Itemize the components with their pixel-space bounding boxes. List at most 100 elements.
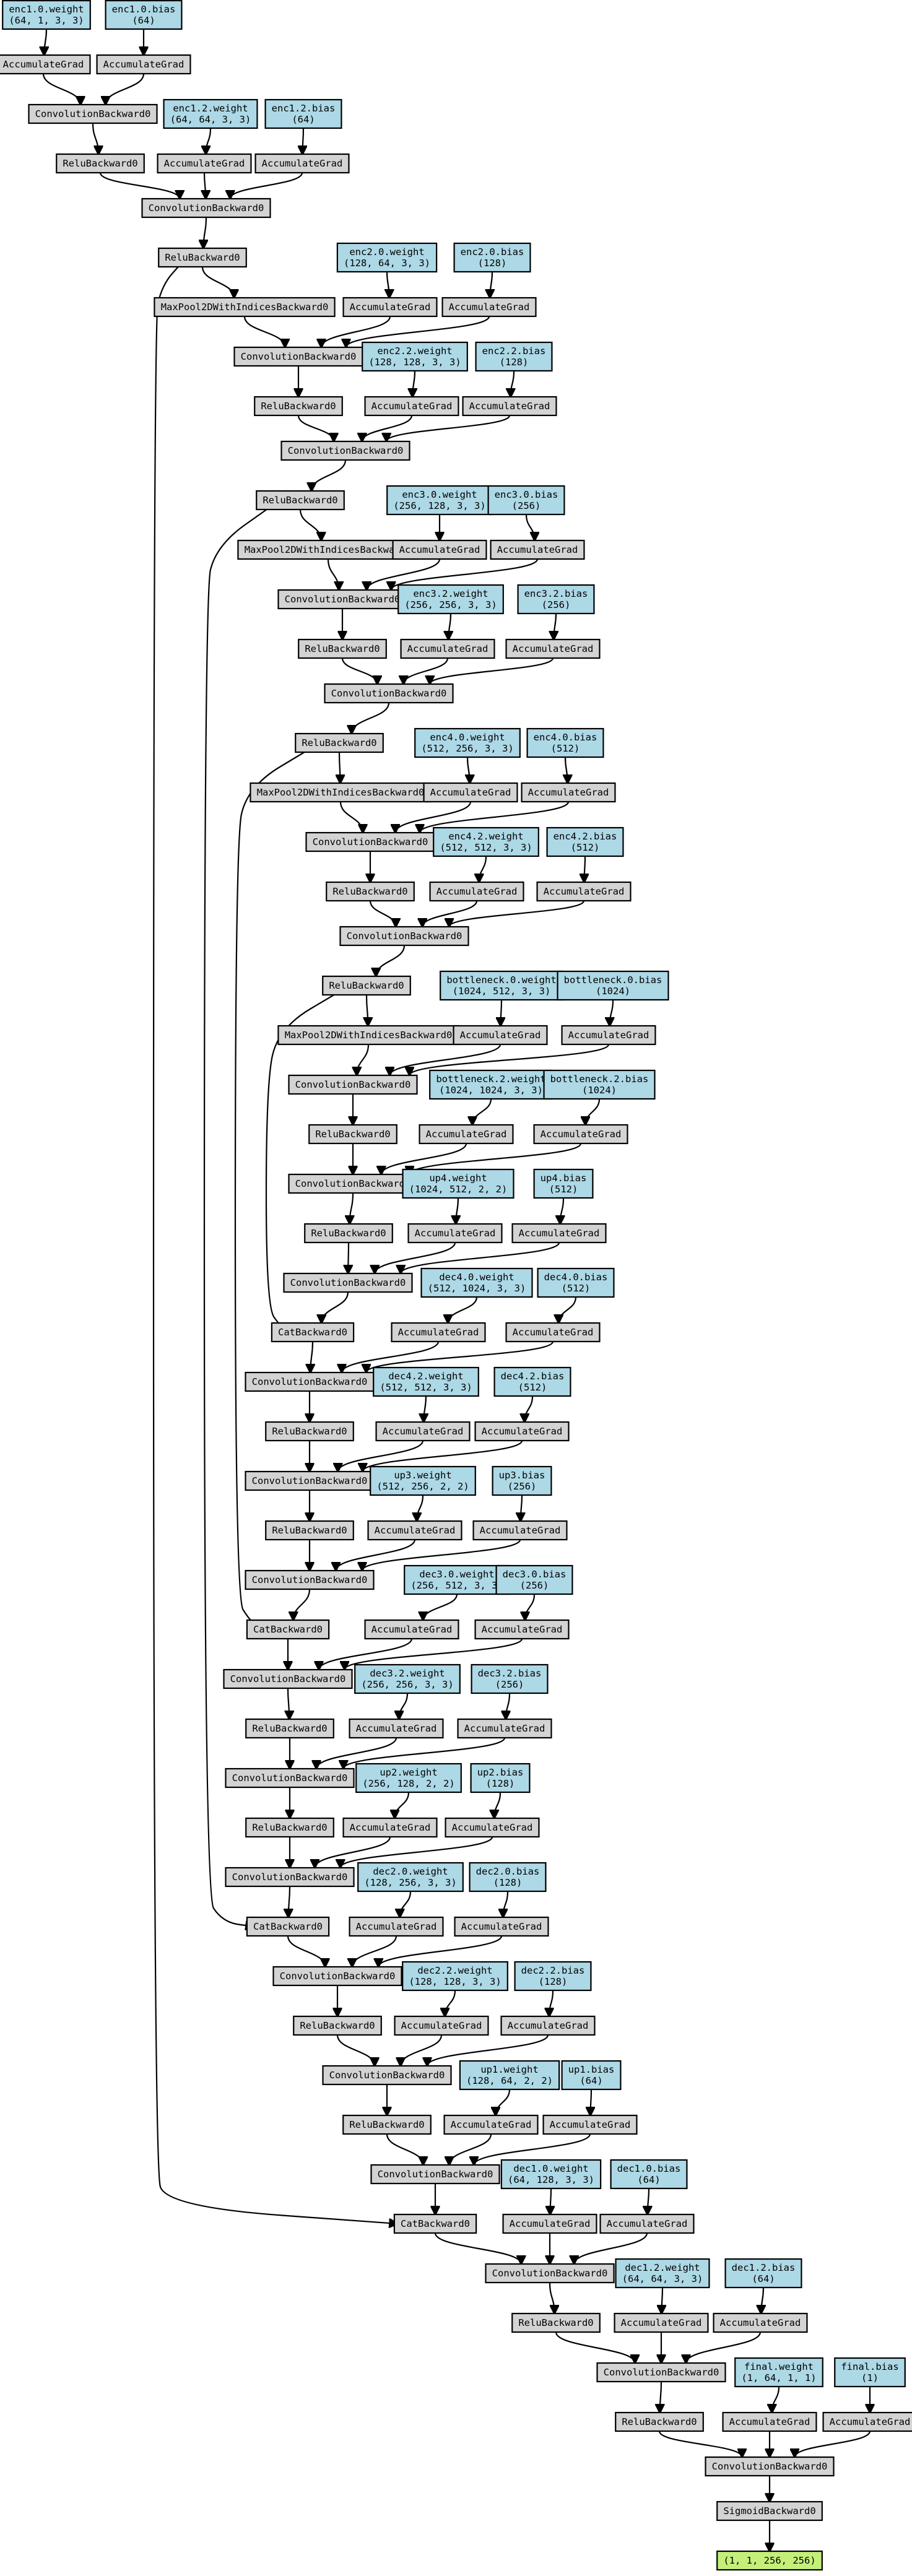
node-label: AccumulateGrad xyxy=(513,1327,594,1338)
node-label: AccumulateGrad xyxy=(460,1030,541,1041)
param-box xyxy=(724,2258,802,2289)
node-shape-label: (512, 256, 2, 2) xyxy=(376,1481,469,1492)
op-box xyxy=(349,1718,444,1739)
op-box xyxy=(429,881,524,902)
node-label: enc3.0.bias xyxy=(495,489,558,500)
node-out: (1, 1, 256, 256) xyxy=(716,2550,823,2571)
node-p-dec1-2-b: dec1.2.bias(64) xyxy=(724,2258,802,2289)
edge-p-up1-w-to-ag39 xyxy=(496,2089,511,2115)
node-label: enc3.2.weight xyxy=(413,588,488,599)
node-label: enc2.2.bias xyxy=(482,345,546,357)
node-label: AccumulateGrad xyxy=(430,787,511,798)
node-label: enc1.2.bias xyxy=(272,103,336,114)
op-box xyxy=(423,782,518,803)
edge-ag32-to-conv16 xyxy=(344,1737,506,1769)
edge-relu5-to-conv6 xyxy=(341,657,377,684)
node-relu10: ReluBackward0 xyxy=(304,1223,393,1244)
node-p-final-w: final.weight(1, 64, 1, 1) xyxy=(734,2357,823,2388)
node-label: ReluBackward0 xyxy=(332,886,407,897)
node-label: enc4.0.weight xyxy=(430,732,505,743)
node-label: MaxPool2DWithIndicesBackward0 xyxy=(285,1030,453,1041)
op-box xyxy=(364,1619,459,1640)
op-box xyxy=(28,103,158,124)
op-box xyxy=(445,1817,540,1838)
node-label: ConvolutionBackward0 xyxy=(252,1574,368,1585)
node-relu3: ReluBackward0 xyxy=(254,396,343,417)
node-ag14: AccumulateGrad xyxy=(521,782,616,803)
node-label: AccumulateGrad xyxy=(436,886,518,897)
node-shape-label: (256, 256, 3, 3) xyxy=(404,599,497,610)
node-conv22: ConvolutionBackward0 xyxy=(596,2362,726,2383)
op-box xyxy=(342,1817,438,1838)
node-label: ReluBackward0 xyxy=(263,495,337,506)
node-shape-label: (64) xyxy=(752,2273,775,2284)
node-ag8: AccumulateGrad xyxy=(462,396,557,417)
edge-p-dec4-0-w-to-ag23 xyxy=(448,1296,478,1323)
node-p-up4-w: up4.weight(1024, 512, 2, 2) xyxy=(402,1168,515,1199)
node-label: AccumulateGrad xyxy=(544,886,625,897)
node-shape-label: (256, 128, 3, 3) xyxy=(393,500,485,511)
param-box xyxy=(487,485,565,516)
op-box xyxy=(394,2015,489,2036)
node-conv14: ConvolutionBackward0 xyxy=(245,1569,375,1590)
node-relu14: ReluBackward0 xyxy=(245,1817,334,1838)
node-ag35: AccumulateGrad xyxy=(349,1916,444,1937)
edge-ag3-to-conv2 xyxy=(204,172,206,199)
node-ag17: AccumulateGrad xyxy=(453,1025,548,1046)
node-p-final-b: final.bias(1) xyxy=(834,2357,906,2388)
node-p-enc2-2-w: enc2.2.weight(128, 128, 3, 3) xyxy=(362,341,468,372)
edge-relu4-to-mp2 xyxy=(299,509,321,540)
op-box xyxy=(472,1520,568,1541)
op-box xyxy=(265,1421,354,1442)
edge-relu16-to-conv20 xyxy=(386,2133,423,2165)
node-label: CatBackward0 xyxy=(253,1624,323,1635)
op-box xyxy=(339,926,469,947)
op-box xyxy=(154,297,336,318)
node-label: up1.weight xyxy=(480,2064,538,2075)
node-label: dec4.2.weight xyxy=(388,1371,463,1382)
node-mp1: MaxPool2DWithIndicesBackward0 xyxy=(154,297,336,318)
node-label: AccumulateGrad xyxy=(461,1921,542,1932)
param-box xyxy=(517,584,595,615)
op-box xyxy=(392,539,487,560)
node-relu2: ReluBackward0 xyxy=(158,247,247,268)
node-label: MaxPool2DWithIndicesBackward0 xyxy=(245,544,412,555)
edge-p-enc4-0-w-to-ag13 xyxy=(467,757,470,783)
edge-ag40-to-conv20 xyxy=(474,2133,591,2165)
op-box xyxy=(322,2065,452,2086)
edge-ag22-to-conv11 xyxy=(401,1242,560,1273)
op-box xyxy=(400,638,495,659)
node-shape-label: (256, 256, 3, 3) xyxy=(361,1679,453,1690)
op-box xyxy=(453,1025,548,1046)
edge-ag30-to-conv15 xyxy=(345,1638,523,1670)
node-label: AccumulateGrad xyxy=(528,787,609,798)
node-label: AccumulateGrad xyxy=(350,301,431,313)
node-label: CatBackward0 xyxy=(401,2218,470,2229)
node-relu18: ReluBackward0 xyxy=(615,2411,704,2432)
node-p-up1-b: up1.bias(64) xyxy=(561,2060,622,2091)
edge-ag13-to-conv7 xyxy=(396,801,472,833)
node-label: AccumulateGrad xyxy=(508,2020,589,2031)
edge-ag42-to-conv21 xyxy=(574,2232,648,2264)
node-label: dec1.0.weight xyxy=(513,2163,588,2174)
param-box xyxy=(354,1663,461,1694)
edge-ag4-to-conv2 xyxy=(230,172,303,199)
node-ag27: AccumulateGrad xyxy=(367,1520,463,1541)
node-label: dec3.2.bias xyxy=(478,1668,542,1679)
op-box xyxy=(324,683,454,704)
op-box xyxy=(511,2312,601,2333)
op-box xyxy=(419,1124,514,1145)
edge-p-dec4-0-b-to-ag24 xyxy=(558,1296,577,1323)
op-box xyxy=(407,1223,503,1244)
op-box xyxy=(705,2456,835,2477)
node-ag19: AccumulateGrad xyxy=(419,1124,514,1145)
edge-ag19-to-conv10 xyxy=(381,1143,467,1174)
node-label: enc1.0.weight xyxy=(9,4,84,15)
node-relu11: ReluBackward0 xyxy=(265,1421,354,1442)
node-shape-label: (512, 512, 3, 3) xyxy=(380,1382,472,1393)
node-label: ConvolutionBackward0 xyxy=(35,108,151,119)
node-label: ReluBackward0 xyxy=(252,1822,327,1833)
node-label: AccumulateGrad xyxy=(510,2218,591,2229)
node-ag10: AccumulateGrad xyxy=(490,539,585,560)
node-p-enc2-0-w: enc2.0.weight(128, 64, 3, 3) xyxy=(336,242,438,273)
